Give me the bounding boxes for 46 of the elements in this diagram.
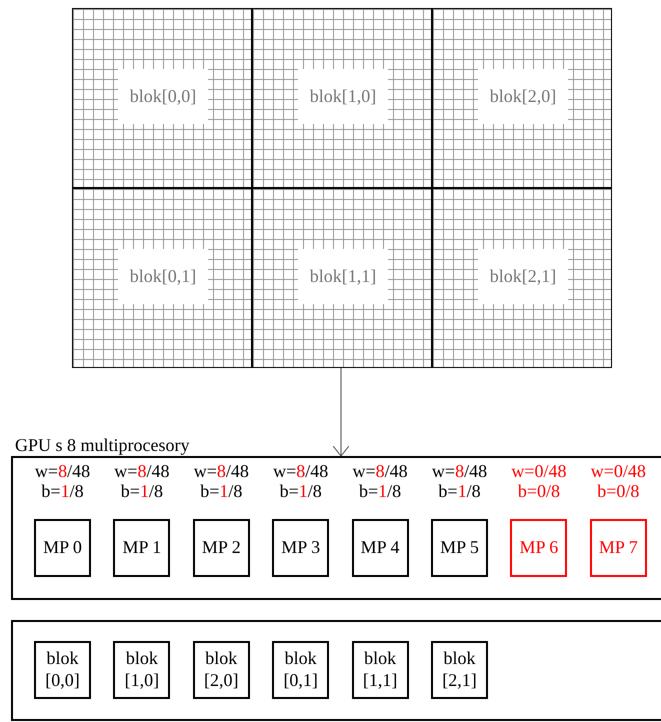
processor-box: MP 0 [34,519,91,577]
block-box: blok [2,1] [431,641,488,699]
grid-cell [72,188,252,368]
processor-box: MP 6 [510,519,568,577]
block-grid [72,8,612,368]
block-label: blok[1,0] [298,69,388,124]
usage-label: b=1/8 [120,481,164,501]
block-label: blok[0,0] [118,69,208,124]
grid-cell [252,8,432,188]
processor-box: MP 2 [192,519,250,577]
grid-cell [432,8,612,188]
grid-cell [252,188,432,368]
block-box: blok [0,1] [272,641,330,699]
usage-label: w=8/48 [192,461,250,481]
block-label: blok[2,1] [478,249,568,304]
usage-label: b=1/8 [199,481,244,501]
processor-box: MP 1 [113,519,170,577]
usage-label: b=1/8 [40,481,85,501]
usage-label: w=8/48 [34,461,92,481]
usage-label: w=0/48 [590,461,647,481]
usage-label: b=0/8 [596,481,640,501]
grid-cell [432,188,612,368]
block-box: blok [0,0] [34,641,91,699]
block-label: blok[0,1] [118,249,208,304]
block-box: blok [1,0] [113,641,170,699]
usage-label: w=8/48 [272,461,330,481]
panel-box [11,620,661,721]
arrow [332,368,350,456]
usage-label: b=0/8 [516,481,561,501]
usage-label: w=8/48 [113,461,170,481]
processor-box: MP 5 [431,519,488,577]
usage-label: w=0/48 [510,461,568,481]
processor-box: MP 3 [272,519,330,577]
usage-label: b=1/8 [437,481,482,501]
usage-label: b=1/8 [278,481,323,501]
block-box: blok [1,1] [352,641,409,699]
processor-box: MP 4 [352,519,409,577]
usage-label: b=1/8 [358,481,402,501]
usage-label: w=8/48 [352,461,409,481]
block-label: blok[2,0] [478,69,568,124]
usage-label: w=8/48 [430,461,488,481]
group-title: GPU s 8 multiprocesory [15,435,190,456]
processor-box: MP 7 [590,519,647,577]
grid-cell [72,8,252,188]
block-box: blok [2,0] [192,641,250,699]
block-label: blok[1,1] [298,249,388,304]
